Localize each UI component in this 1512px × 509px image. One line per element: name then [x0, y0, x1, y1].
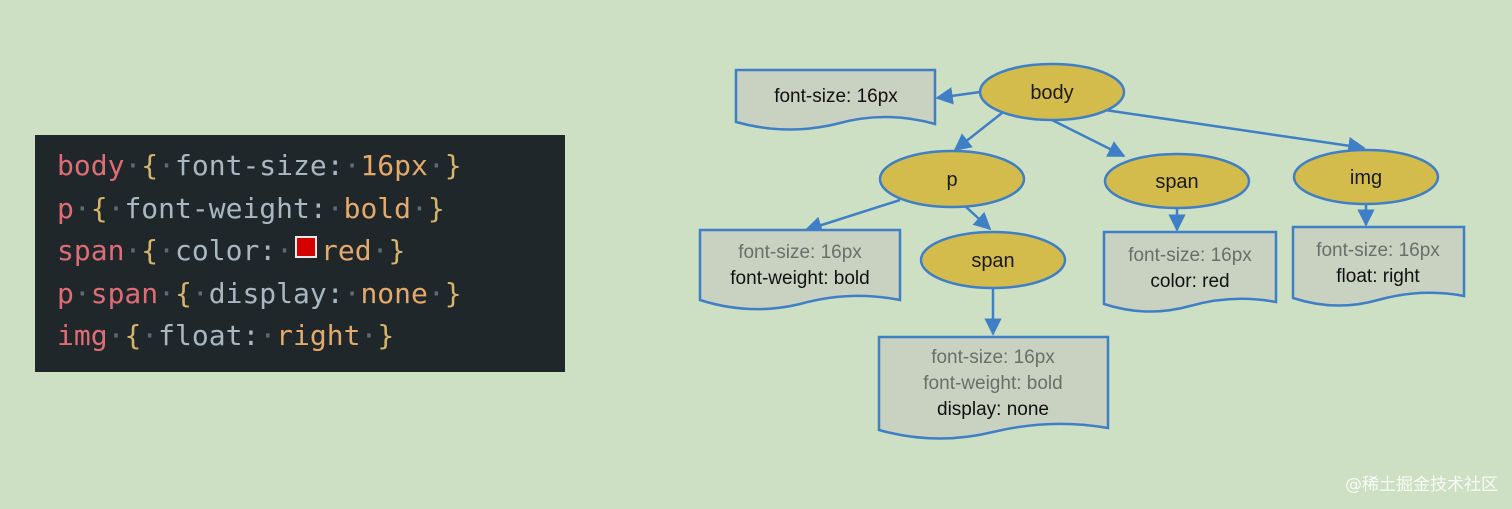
code-token: span — [90, 276, 159, 310]
code-token: · — [411, 191, 428, 225]
code-token: p — [57, 191, 74, 225]
code-token: font-weight: — [124, 191, 327, 225]
code-token: · — [73, 191, 91, 225]
code-token: · — [259, 319, 277, 352]
code-token: · — [124, 149, 142, 182]
code-token: { — [124, 319, 142, 352]
code-token: · — [360, 319, 378, 352]
node-label-p: p — [946, 169, 957, 191]
node-span-top — [1103, 152, 1251, 210]
code-line: p·{·font-weight:·bold·} — [57, 188, 565, 231]
doc-span-nested-inherited-1: font-weight: bold — [923, 373, 1062, 394]
doc-body-own-0: font-size: 16px — [774, 86, 898, 107]
code-token: · — [158, 234, 176, 267]
doc-span-nested-inherited-0: font-size: 16px — [931, 347, 1055, 368]
edge-body-to-img — [1104, 108, 1366, 155]
doc-img-own-0: float: right — [1336, 266, 1420, 287]
edge-body-to-p — [953, 112, 1003, 152]
code-token: } — [427, 191, 445, 225]
doc-span-top-inherited-0: font-size: 16px — [1128, 245, 1252, 266]
edge-p-to-style — [804, 198, 901, 234]
code-token: span — [57, 234, 125, 267]
code-token: 16px — [360, 149, 428, 182]
code-line: span·{·color:·red·} — [57, 230, 565, 273]
code-token: none — [360, 276, 428, 310]
code-token: · — [427, 276, 445, 310]
watermark-text: @稀土掘金技术社区 — [1345, 475, 1498, 495]
node-label-span-nested: span — [971, 250, 1014, 272]
node-body — [978, 62, 1126, 122]
code-token: · — [124, 234, 142, 267]
node-p — [878, 149, 1026, 209]
code-token: · — [343, 149, 361, 182]
code-token: img — [57, 319, 108, 352]
code-token: { — [90, 191, 108, 225]
code-token: font-size: — [175, 149, 344, 182]
code-token: float: — [158, 319, 260, 352]
code-token: { — [141, 149, 159, 182]
code-token: red — [321, 234, 372, 267]
code-line: body·{·font-size:·16px·} — [57, 145, 565, 188]
style-doc-span-top — [1102, 230, 1278, 313]
node-label-span-top: span — [1155, 171, 1198, 193]
tree-edges — [804, 87, 1375, 336]
code-token: · — [343, 276, 361, 310]
code-token: · — [158, 149, 176, 182]
node-label-body: body — [1030, 82, 1073, 104]
doc-p-inherited-0: font-size: 16px — [738, 242, 862, 263]
element-nodes — [878, 62, 1440, 290]
edge-p-to-span — [964, 205, 992, 231]
code-line: p·span·{·display:·none·} — [57, 273, 565, 316]
edge-body-to-style — [935, 87, 981, 105]
doc-p-own-0: font-weight: bold — [730, 268, 869, 289]
code-token: · — [191, 276, 209, 310]
edge-body-to-span — [1051, 118, 1126, 158]
style-doc-body — [734, 68, 937, 131]
doc-span-top-own-0: color: red — [1150, 271, 1229, 292]
code-token: body — [57, 149, 125, 182]
code-token: · — [73, 276, 91, 310]
code-token: · — [427, 149, 445, 182]
code-token: right — [276, 319, 361, 352]
code-token: · — [107, 191, 125, 225]
doc-span-nested-own-0: display: none — [937, 399, 1049, 420]
code-token: } — [377, 319, 395, 352]
style-docs — [698, 68, 1466, 440]
style-doc-p — [698, 228, 902, 311]
code-token: · — [276, 234, 294, 267]
code-token: · — [326, 191, 344, 225]
color-swatch-icon — [295, 236, 318, 258]
code-token: display: — [208, 276, 344, 310]
code-token: p — [57, 276, 74, 310]
node-label-img: img — [1350, 167, 1382, 189]
node-img — [1292, 148, 1440, 206]
code-token: } — [444, 149, 462, 182]
code-token: { — [175, 276, 192, 310]
code-token: { — [141, 234, 159, 267]
style-doc-img — [1291, 225, 1466, 307]
code-token: · — [371, 234, 389, 267]
code-token: bold — [343, 191, 412, 225]
code-line: img·{·float:·right·} — [57, 315, 565, 358]
code-token: · — [107, 319, 125, 352]
code-token: · — [158, 276, 176, 310]
code-token: · — [141, 319, 159, 352]
style-doc-span-nested — [877, 335, 1110, 440]
code-token: } — [444, 276, 462, 310]
node-span-nested — [919, 230, 1067, 290]
doc-img-inherited-0: font-size: 16px — [1316, 240, 1440, 261]
code-token: } — [388, 234, 406, 267]
code-token: color: — [175, 234, 277, 267]
css-code-panel: body·{·font-size:·16px·}p·{·font-weight:… — [35, 135, 565, 372]
